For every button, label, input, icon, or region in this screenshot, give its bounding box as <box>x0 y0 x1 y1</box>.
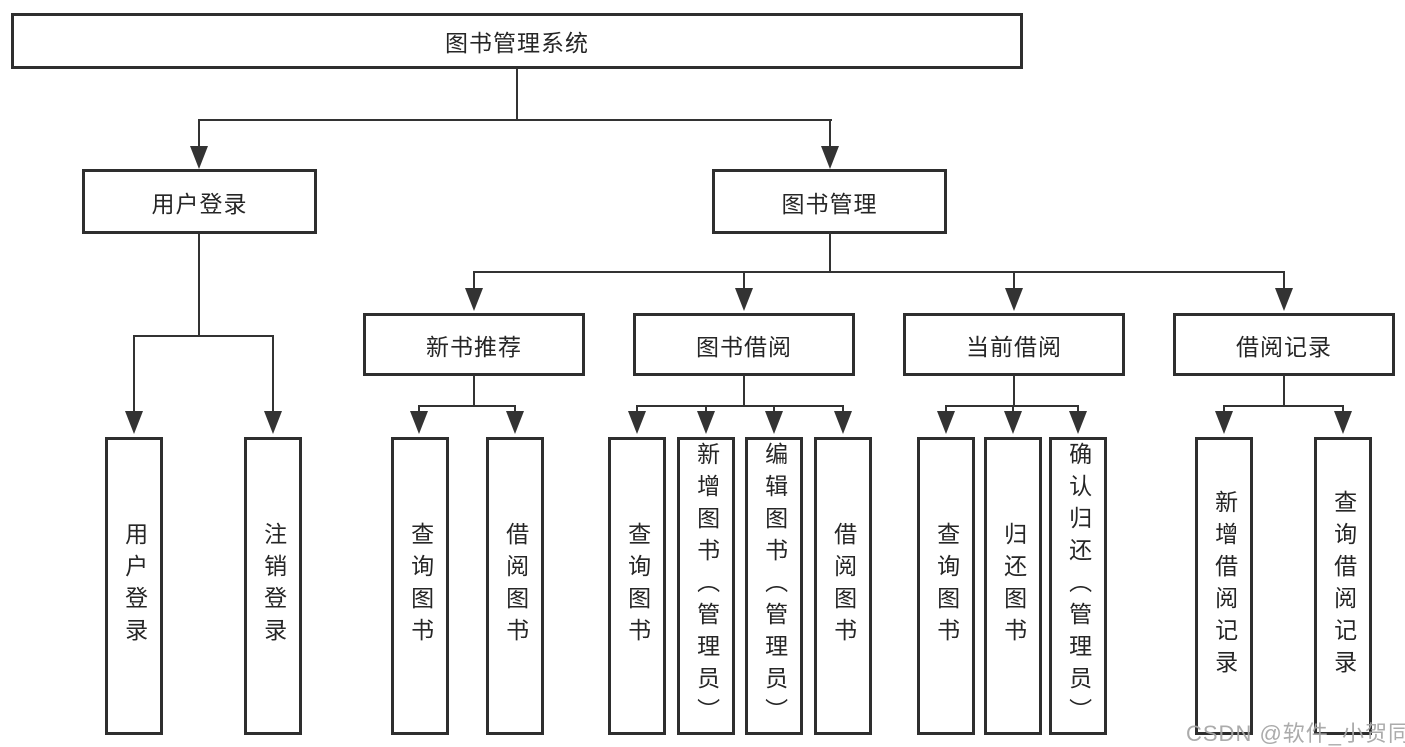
connector-line <box>1283 375 1285 406</box>
node-label: 新书推荐 <box>426 333 522 360</box>
arrowhead-down-icon <box>1215 411 1233 434</box>
connector-line <box>743 271 745 290</box>
connector-line <box>636 405 638 413</box>
connector-line <box>473 375 475 406</box>
arrowhead-down-icon <box>937 411 955 434</box>
node-label: 图书借阅 <box>696 333 792 360</box>
node-book-management-system: 图书管理系统 <box>11 13 1023 69</box>
arrowhead-down-icon <box>264 411 282 434</box>
leaf-edit-books-admin: 编辑图书（管理员） <box>745 437 803 735</box>
connector-line <box>945 405 947 413</box>
node-borrow-records: 借阅记录 <box>1173 313 1395 376</box>
arrowhead-down-icon <box>765 411 783 434</box>
connector-line <box>133 335 135 413</box>
leaf-query-books-borrow: 查询图书 <box>608 437 666 735</box>
arrowhead-down-icon <box>697 411 715 434</box>
connector-line <box>198 119 832 121</box>
connector-line <box>636 405 844 407</box>
arrowhead-down-icon <box>735 288 753 311</box>
connector-line <box>842 405 844 413</box>
connector-line <box>198 119 200 148</box>
connector-line <box>829 232 831 273</box>
leaf-logout: 注销登录 <box>244 437 302 735</box>
arrowhead-down-icon <box>1005 288 1023 311</box>
connector-line <box>133 335 274 337</box>
leaf-query-books-current: 查询图书 <box>917 437 975 735</box>
connector-line <box>473 271 475 290</box>
connector-line <box>773 405 775 413</box>
connector-line <box>1077 405 1079 413</box>
node-label: 当前借阅 <box>966 333 1062 360</box>
leaf-add-borrow-record: 新增借阅记录 <box>1195 437 1253 735</box>
arrowhead-down-icon <box>125 411 143 434</box>
connector-line <box>418 405 420 413</box>
watermark-csdn: CSDN @软件_小贺同学 <box>1186 721 1405 746</box>
connector-line <box>705 405 707 413</box>
arrowhead-down-icon <box>1069 411 1087 434</box>
leaf-label: 查询图书 <box>407 522 434 650</box>
connector-line <box>1223 405 1225 413</box>
leaf-return-books: 归还图书 <box>984 437 1042 735</box>
connector-line <box>1223 405 1344 407</box>
arrowhead-down-icon <box>1004 411 1022 434</box>
connector-line <box>516 69 518 120</box>
arrowhead-down-icon <box>1334 411 1352 434</box>
leaf-label: 确认归还（管理员） <box>1065 442 1092 730</box>
node-label: 图书管理 <box>781 190 878 217</box>
leaf-label: 查询借阅记录 <box>1330 490 1357 682</box>
leaf-label: 借阅图书 <box>502 522 529 650</box>
connector-line <box>418 405 516 407</box>
node-book-borrow: 图书借阅 <box>633 313 855 376</box>
leaf-label: 新增图书（管理员） <box>693 442 720 730</box>
arrowhead-down-icon <box>1275 288 1293 311</box>
leaf-borrow-books: 借阅图书 <box>814 437 872 735</box>
leaf-label: 归还图书 <box>1000 522 1027 650</box>
arrowhead-down-icon <box>465 288 483 311</box>
leaf-user-login: 用户登录 <box>105 437 163 735</box>
leaf-borrow-books-recommend: 借阅图书 <box>486 437 544 735</box>
node-user-login: 用户登录 <box>82 169 317 234</box>
leaf-label: 查询图书 <box>624 522 651 650</box>
leaf-label: 新增借阅记录 <box>1211 490 1238 682</box>
leaf-add-books-admin: 新增图书（管理员） <box>677 437 735 735</box>
arrowhead-down-icon <box>190 146 208 169</box>
connector-line <box>1012 405 1014 413</box>
connector-line <box>829 119 831 148</box>
arrowhead-down-icon <box>410 411 428 434</box>
connector-line <box>473 271 1285 273</box>
node-current-borrow: 当前借阅 <box>903 313 1125 376</box>
connector-line <box>1342 405 1344 413</box>
connector-line <box>1013 271 1015 290</box>
connector-line <box>1013 375 1015 406</box>
node-label: 图书管理系统 <box>445 30 589 56</box>
node-label: 借阅记录 <box>1236 333 1332 360</box>
connector-line <box>198 234 200 337</box>
leaf-confirm-return-admin: 确认归还（管理员） <box>1049 437 1107 735</box>
leaf-label: 查询图书 <box>933 522 960 650</box>
connector-line <box>743 375 745 406</box>
leaf-label: 用户登录 <box>121 522 148 650</box>
arrowhead-down-icon <box>834 411 852 434</box>
node-label: 用户登录 <box>151 190 248 217</box>
connector-line <box>1283 271 1285 290</box>
node-new-book-recommend: 新书推荐 <box>363 313 585 376</box>
connector-line <box>272 335 274 413</box>
leaf-query-borrow-record: 查询借阅记录 <box>1314 437 1372 735</box>
connector-line <box>514 405 516 413</box>
arrowhead-down-icon <box>628 411 646 434</box>
node-book-management: 图书管理 <box>712 169 947 234</box>
arrowhead-down-icon <box>821 146 839 169</box>
arrowhead-down-icon <box>506 411 524 434</box>
leaf-label: 编辑图书（管理员） <box>761 442 788 730</box>
leaf-label: 注销登录 <box>260 522 287 650</box>
leaf-label: 借阅图书 <box>830 522 857 650</box>
leaf-query-books-recommend: 查询图书 <box>391 437 449 735</box>
